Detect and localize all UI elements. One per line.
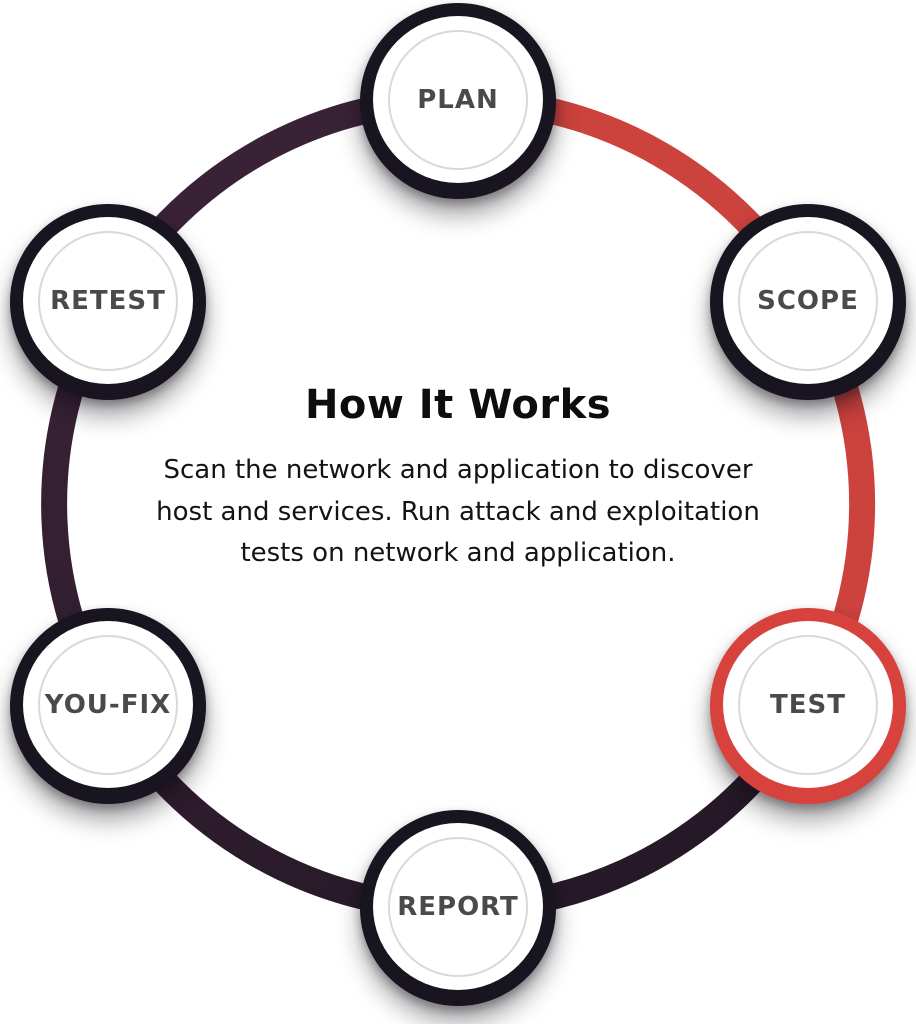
node-you-fix: YOU-FIX bbox=[10, 608, 206, 804]
node-report: REPORT bbox=[360, 810, 556, 1006]
node-circle: TEST bbox=[723, 621, 893, 788]
diagram-description: Scan the network and application to disc… bbox=[156, 455, 760, 569]
node-inner-ring bbox=[38, 230, 178, 371]
diagram-title: How It Works bbox=[304, 382, 612, 428]
node-circle: PLAN bbox=[373, 16, 543, 183]
node-label: REPORT bbox=[397, 891, 519, 922]
node-inner-ring bbox=[388, 836, 528, 977]
node-circle: RETEST bbox=[23, 217, 193, 384]
node-plan: PLAN bbox=[360, 3, 556, 199]
node-inner-ring bbox=[738, 634, 878, 775]
node-circle: SCOPE bbox=[723, 217, 893, 384]
node-retest: RETEST bbox=[10, 204, 206, 400]
node-scope: SCOPE bbox=[710, 204, 906, 400]
node-label: RETEST bbox=[50, 285, 166, 316]
node-circle: REPORT bbox=[373, 823, 543, 990]
node-label: YOU-FIX bbox=[44, 689, 172, 720]
node-label: PLAN bbox=[417, 84, 499, 115]
node-circle: YOU-FIX bbox=[23, 621, 193, 788]
node-inner-ring bbox=[738, 230, 878, 371]
node-inner-ring bbox=[388, 29, 528, 170]
node-label: TEST bbox=[770, 689, 846, 720]
node-test: TEST bbox=[710, 608, 906, 804]
center-text-block: How It Works Scan the network and applic… bbox=[148, 382, 768, 575]
node-inner-ring bbox=[38, 634, 178, 775]
node-label: SCOPE bbox=[757, 285, 859, 316]
